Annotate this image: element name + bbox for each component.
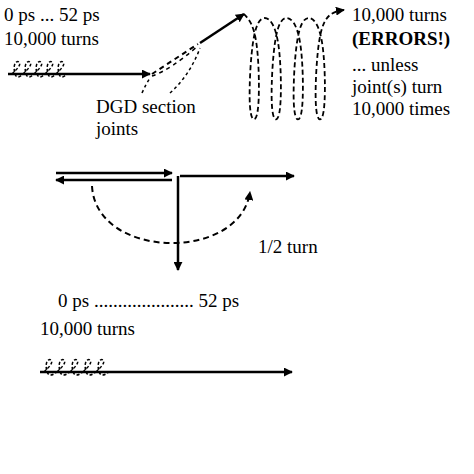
vector-arrow [40, 371, 292, 374]
coil-winding [57, 360, 70, 375]
vector-arrow [8, 73, 150, 76]
vector-arrow [56, 179, 172, 182]
coil-winding [12, 62, 23, 77]
coil-winding [83, 360, 96, 375]
coil-winding [34, 62, 45, 77]
rotation-arc [92, 186, 250, 243]
annotation-label: ... unless joint(s) turn 10,000 times [352, 54, 470, 120]
vector-arrow [180, 175, 294, 178]
leader-line [170, 48, 200, 93]
coil-winding [45, 62, 56, 77]
coil-winding [23, 62, 34, 77]
coil-winding [56, 62, 67, 77]
annotation-label: 10,000 turns [352, 4, 447, 26]
annotation-label: (ERRORS!) [352, 28, 450, 50]
vector-arrow [56, 172, 172, 175]
dgd-section [152, 44, 198, 74]
annotation-label: 0 ps ..................... 52 ps [58, 290, 239, 312]
annotation-label: 1/2 turn [258, 236, 318, 258]
dgd-section [152, 46, 198, 76]
vector-arrow [177, 176, 180, 270]
dgd-section [200, 14, 244, 43]
coil-winding [44, 360, 57, 375]
spiral-turns [244, 10, 344, 119]
annotation-label: 0 ps ... 52 ps [4, 4, 100, 26]
leader-line [142, 78, 150, 93]
annotation-label: 10,000 turns [4, 28, 99, 50]
coil-winding [96, 360, 109, 375]
coil-winding [70, 360, 83, 375]
annotation-label: DGD section joints [96, 96, 204, 140]
annotation-label: 10,000 turns [40, 318, 135, 340]
